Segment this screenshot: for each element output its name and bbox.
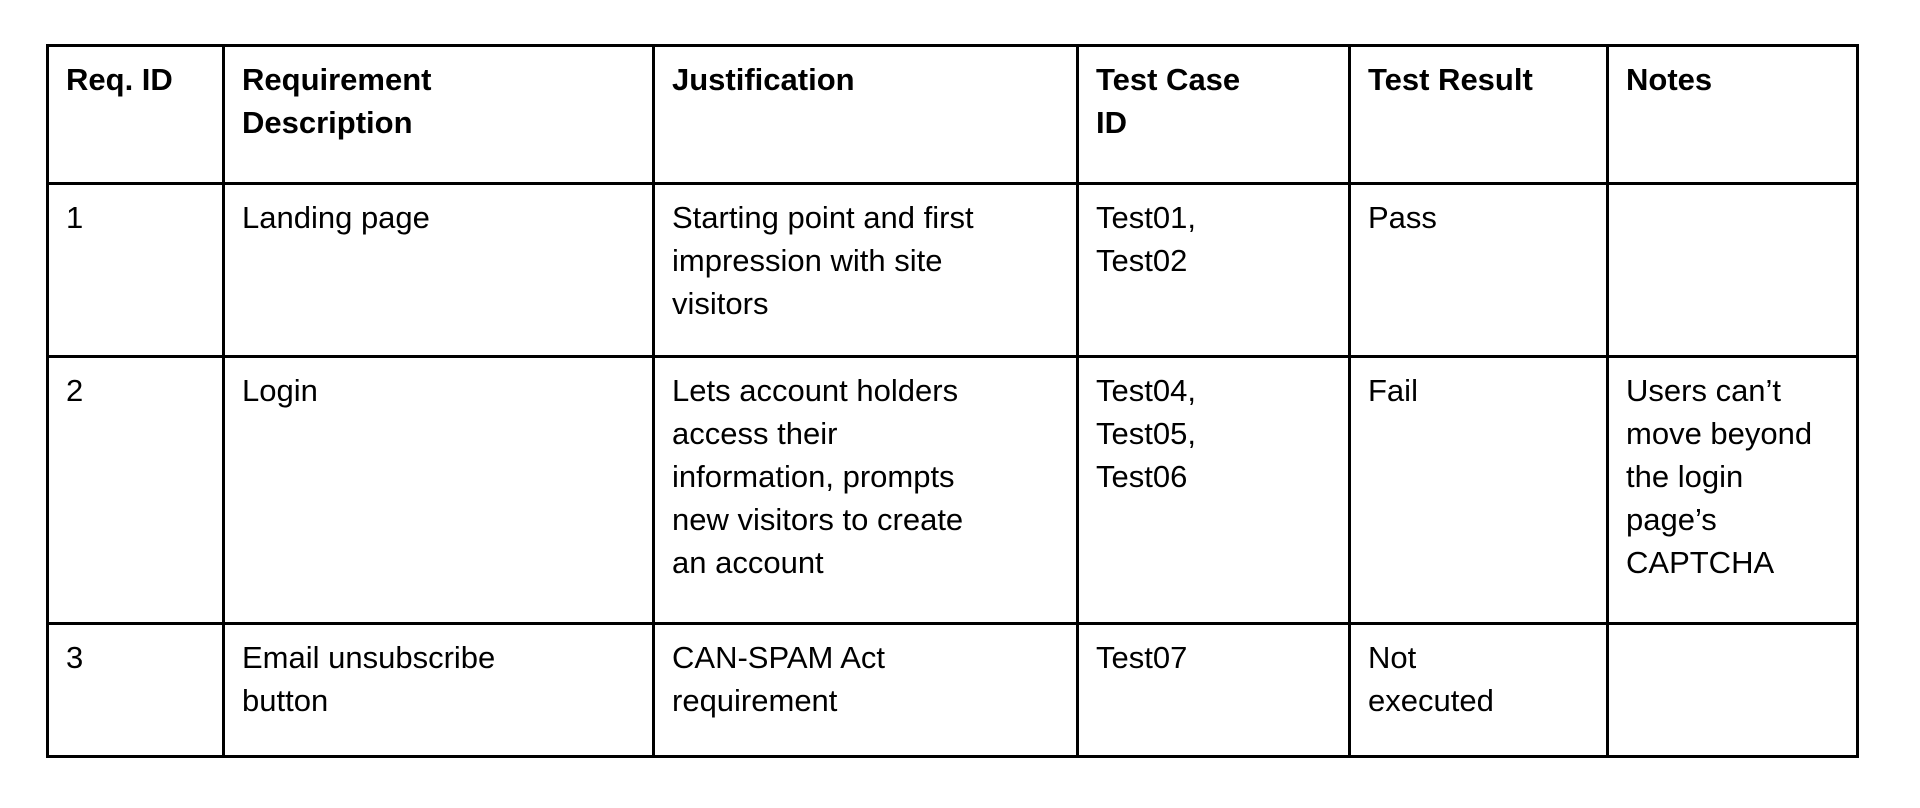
cell-test-case-id: Test04, Test05, Test06 bbox=[1076, 355, 1351, 625]
cell-test-result: Not executed bbox=[1348, 622, 1609, 758]
cell-req-id: 2 bbox=[46, 355, 225, 625]
cell-test-result: Pass bbox=[1348, 182, 1609, 358]
cell-req-id: 3 bbox=[46, 622, 225, 758]
cell-requirement-description: Landing page bbox=[222, 182, 655, 358]
cell-justification: Starting point and first impression with… bbox=[652, 182, 1079, 358]
cell-requirement-description: Email unsubscribe button bbox=[222, 622, 655, 758]
header-cell-test-case-id: Test Case ID bbox=[1076, 44, 1351, 185]
header-cell-notes: Notes bbox=[1606, 44, 1859, 185]
table-row: 1 Landing page Starting point and first … bbox=[46, 182, 1859, 358]
cell-requirement-description: Login bbox=[222, 355, 655, 625]
cell-test-case-id: Test07 bbox=[1076, 622, 1351, 758]
header-cell-test-result: Test Result bbox=[1348, 44, 1609, 185]
cell-notes bbox=[1606, 182, 1859, 358]
header-cell-requirement-description: Requirement Description bbox=[222, 44, 655, 185]
cell-req-id: 1 bbox=[46, 182, 225, 358]
table-row: 3 Email unsubscribe button CAN-SPAM Act … bbox=[46, 622, 1859, 758]
requirements-test-table: Req. ID Requirement Description Justific… bbox=[46, 44, 1859, 758]
cell-notes: Users can’t move beyond the login page’s… bbox=[1606, 355, 1859, 625]
cell-notes bbox=[1606, 622, 1859, 758]
cell-test-result: Fail bbox=[1348, 355, 1609, 625]
table-row: 2 Login Lets account holders access thei… bbox=[46, 355, 1859, 625]
cell-justification: CAN-SPAM Act requirement bbox=[652, 622, 1079, 758]
cell-test-case-id: Test01, Test02 bbox=[1076, 182, 1351, 358]
header-cell-req-id: Req. ID bbox=[46, 44, 225, 185]
header-cell-justification: Justification bbox=[652, 44, 1079, 185]
cell-justification: Lets account holders access their inform… bbox=[652, 355, 1079, 625]
table-header-row: Req. ID Requirement Description Justific… bbox=[46, 44, 1859, 185]
